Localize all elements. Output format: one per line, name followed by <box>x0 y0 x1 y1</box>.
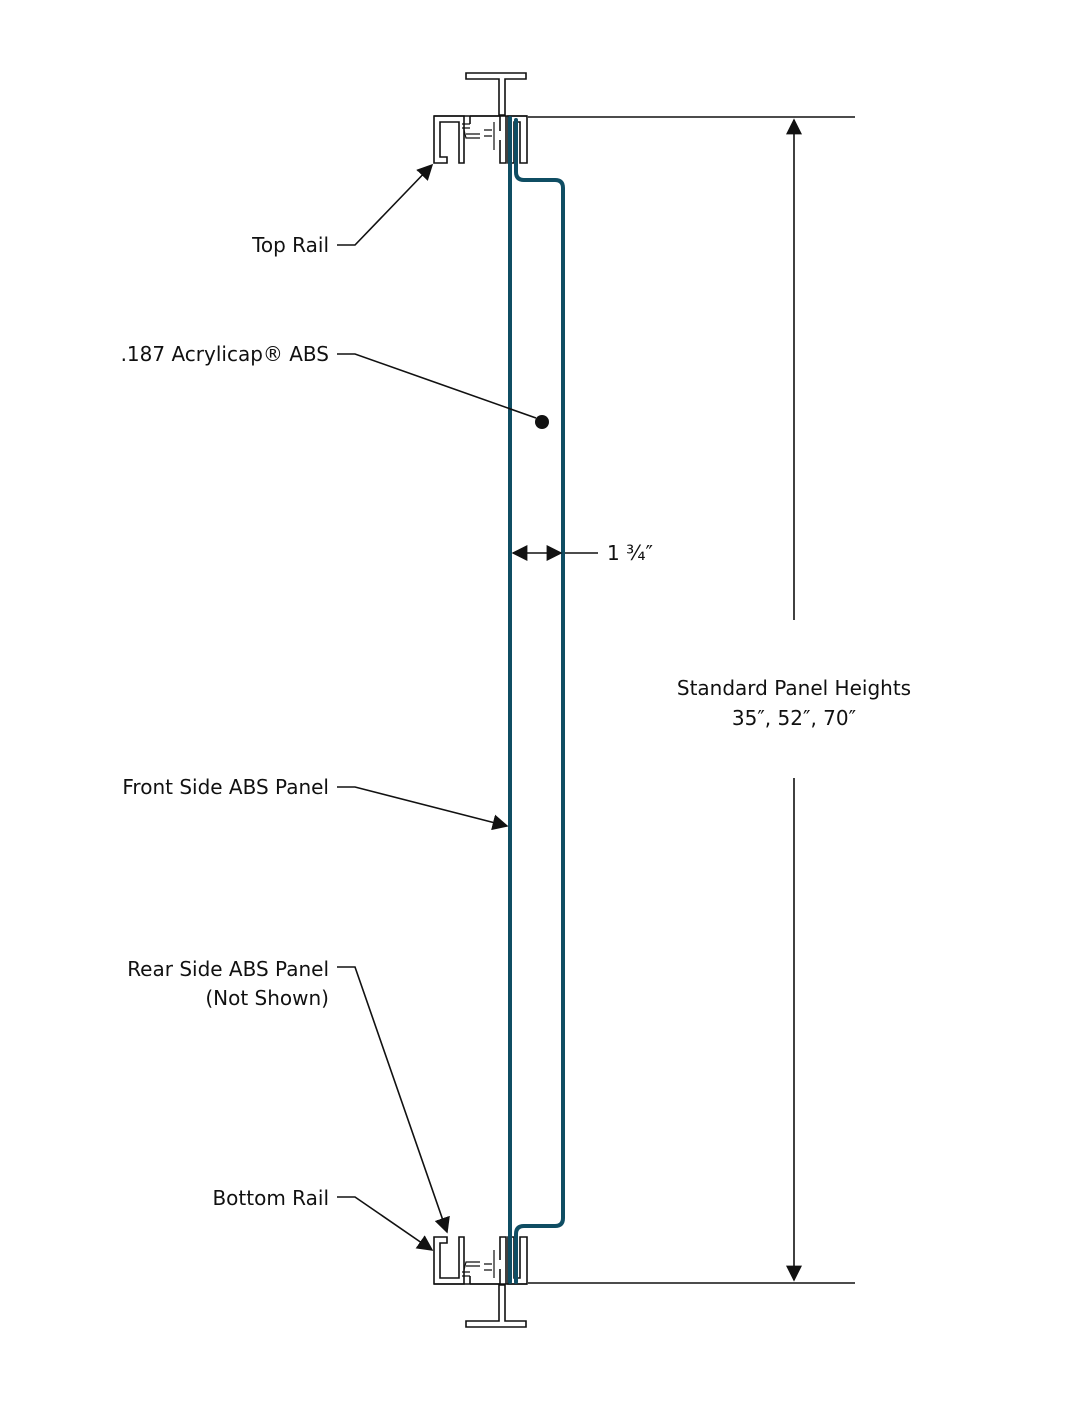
thickness-label: 1 ¾″ <box>607 541 653 565</box>
rear-panel-leader <box>337 966 450 1234</box>
bottom-rail-mount <box>465 1284 527 1328</box>
panel-heights-title: Standard Panel Heights <box>676 676 912 700</box>
bottom-rail-leader <box>337 1196 434 1251</box>
bottom-rail <box>433 1236 528 1328</box>
acrylicap-leader <box>337 353 537 419</box>
abs-panel <box>508 116 565 1284</box>
bottom-rail-middle-channel <box>469 1236 507 1285</box>
top-rail-middle-channel <box>469 115 507 164</box>
top-rail-mount <box>465 72 527 116</box>
bottom-rail-label: Bottom Rail <box>212 1186 329 1210</box>
top-rail-label: Top Rail <box>252 233 329 257</box>
front-panel-leader <box>337 786 509 831</box>
top-rail-leader <box>337 163 434 246</box>
rear-panel-label-line1: Rear Side ABS Panel <box>127 957 329 981</box>
acrylicap-label: .187 Acrylicap® ABS <box>120 342 329 366</box>
top-rail <box>433 72 528 164</box>
bottom-rail-left-channel <box>433 1236 465 1285</box>
leaders <box>337 163 537 1251</box>
panel-height-dimension <box>528 116 855 1284</box>
front-panel-label: Front Side ABS Panel <box>122 775 329 799</box>
top-rail-left-channel <box>433 115 465 164</box>
rear-panel-label-line2: (Not Shown) <box>205 986 329 1010</box>
acrylicap-panel-profile <box>514 118 565 1284</box>
acrylicap-callout-dot <box>535 415 549 429</box>
panel-heights-values: 35″, 52″, 70″ <box>731 706 857 730</box>
